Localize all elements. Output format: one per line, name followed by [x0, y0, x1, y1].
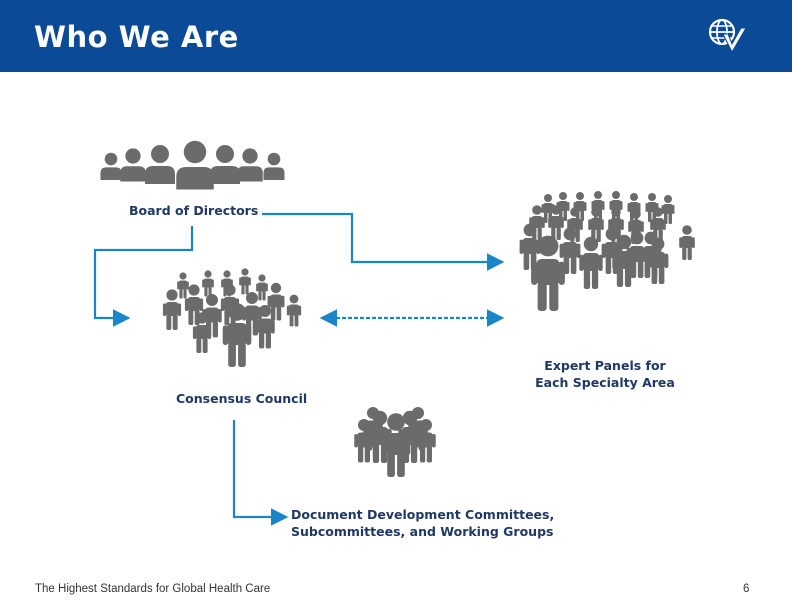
experts-people-icon	[519, 191, 695, 311]
committees-label: Document Development Committees, Subcomm…	[291, 506, 554, 540]
experts-label-line2: Each Specialty Area	[535, 375, 675, 390]
board-people-icon	[100, 140, 285, 190]
committees-label-line2: Subcommittees, and Working Groups	[291, 524, 554, 539]
board-to-council-connector	[93, 226, 194, 327]
council-to-committees-connector	[232, 420, 289, 526]
connectors	[93, 212, 505, 526]
experts-label-line1: Expert Panels for	[544, 358, 666, 373]
committees-people-icon	[354, 407, 436, 477]
footer-tagline: The Highest Standards for Global Health …	[35, 583, 271, 595]
page-title: Who We Are	[34, 20, 239, 54]
committees-label-line1: Document Development Committees,	[291, 507, 555, 522]
council-label: Consensus Council	[176, 391, 308, 406]
header-bar: Who We Are	[0, 0, 792, 72]
board-label: Board of Directors	[129, 203, 259, 218]
experts-label: Expert Panels for Each Specialty Area	[532, 357, 678, 391]
globe-checkmark-logo-icon	[708, 18, 747, 54]
council-people-icon	[162, 268, 302, 367]
board-to-experts-connector	[262, 212, 505, 271]
page-number: 6	[743, 583, 750, 595]
